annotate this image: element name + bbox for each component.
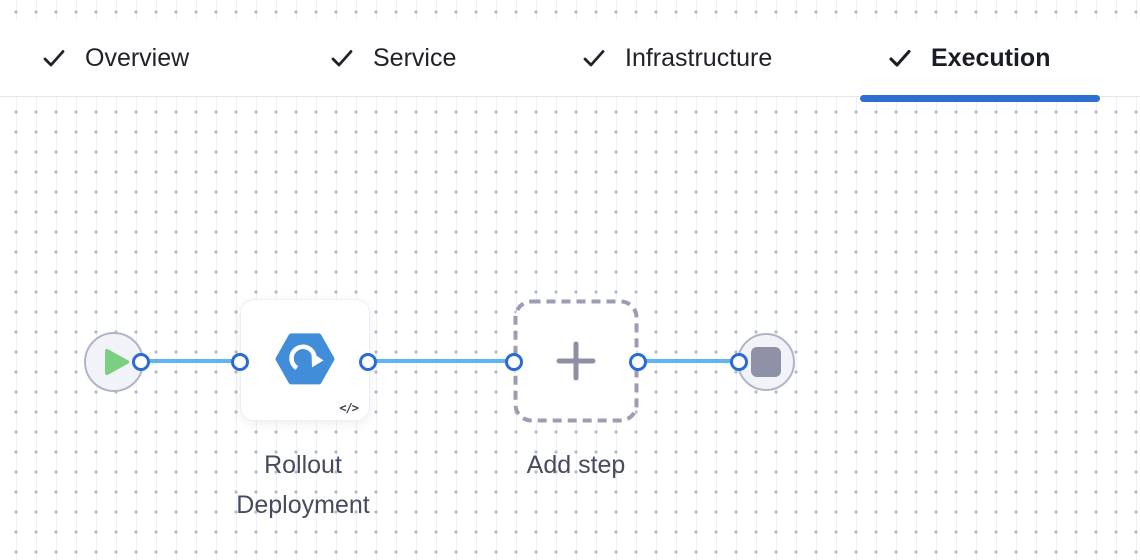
tab-label: Overview	[85, 43, 190, 72]
active-tab-underline	[860, 95, 1100, 102]
port-step-out[interactable]	[359, 353, 377, 371]
check-icon	[331, 50, 353, 67]
tab-infrastructure[interactable]: Infrastructure	[580, 20, 772, 96]
check-icon	[43, 50, 65, 67]
step-node-rollout-deployment[interactable]: </>	[240, 299, 370, 421]
check-icon	[889, 49, 911, 67]
plus-icon	[556, 341, 596, 381]
tab-label: Service	[373, 43, 457, 72]
code-icon: </>	[339, 401, 359, 415]
port-end-in[interactable]	[730, 353, 748, 371]
check-icon	[583, 50, 605, 67]
tab-label: Infrastructure	[625, 43, 773, 72]
port-addstep-out[interactable]	[629, 353, 647, 371]
edge-start-to-step	[141, 359, 241, 363]
port-start-out[interactable]	[132, 353, 150, 371]
tab-execution[interactable]: Execution	[886, 20, 1050, 96]
stop-icon	[751, 347, 781, 377]
edge-addstep-to-end	[638, 359, 740, 363]
end-node[interactable]	[737, 333, 795, 391]
tab-label: Execution	[931, 43, 1051, 72]
play-icon	[104, 349, 129, 375]
tab-overview[interactable]: Overview	[40, 20, 189, 96]
start-node[interactable]	[84, 332, 144, 392]
port-step-in[interactable]	[231, 353, 249, 371]
add-step-button[interactable]	[513, 299, 639, 423]
rollout-deployment-icon	[275, 333, 335, 385]
tab-service[interactable]: Service	[328, 20, 456, 96]
add-step-label: Add step	[526, 451, 626, 479]
port-addstep-in[interactable]	[505, 353, 523, 371]
edge-step-to-addstep	[368, 359, 515, 363]
step-label: Rollout Deployment	[236, 451, 370, 519]
stage-config-tabbar: Overview Service Infrastructure Executio…	[0, 20, 1140, 97]
